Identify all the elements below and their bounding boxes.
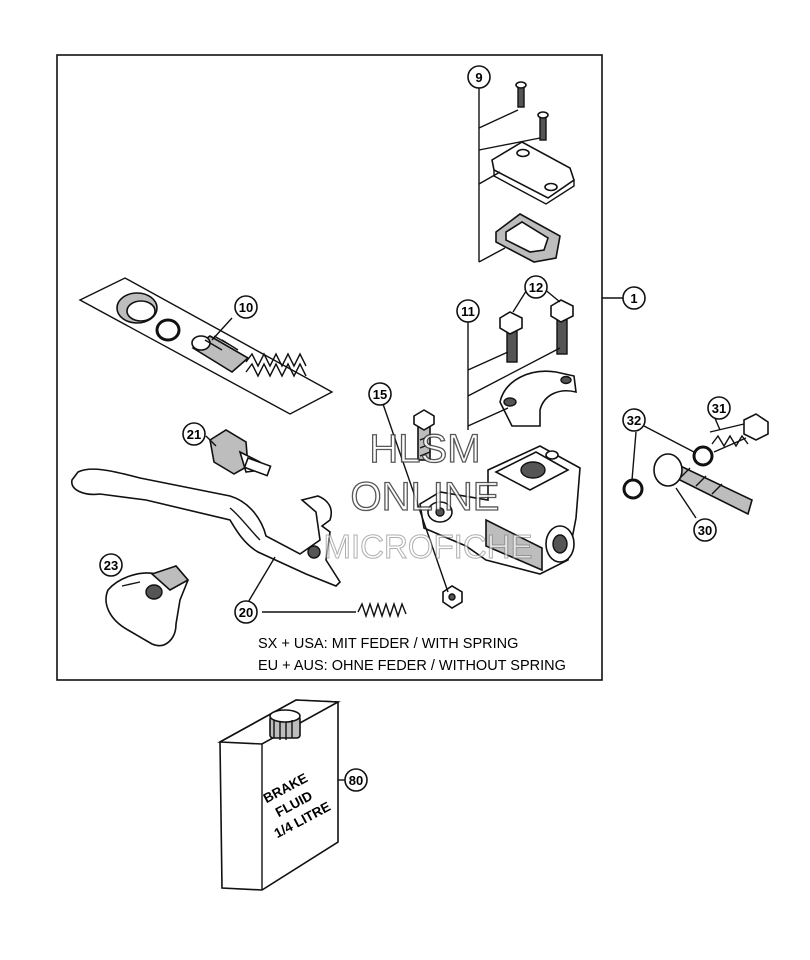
handlebar-clamp — [499, 370, 577, 427]
callout-80: 80 — [344, 768, 368, 792]
clamp-bolt — [499, 311, 523, 363]
callout-23: 23 — [99, 553, 123, 577]
note-with-spring: SX + USA: MIT FEDER / WITH SPRING — [258, 636, 518, 652]
clamp-group — [467, 287, 577, 430]
lever-adjuster — [205, 429, 272, 477]
svg-text:12: 12 — [529, 280, 543, 295]
watermark-line-2: ONLINE — [351, 475, 500, 519]
piston-kit-group — [78, 277, 334, 415]
svg-text:15: 15 — [373, 387, 387, 402]
callout-31: 31 — [707, 396, 731, 420]
cover-screw — [537, 111, 549, 141]
cover-screw — [515, 81, 527, 108]
reservoir-cover-group — [478, 81, 575, 263]
brake-lever — [71, 468, 342, 587]
callout-15: 15 — [368, 382, 392, 406]
callout-10: 10 — [234, 295, 258, 319]
master-cylinder-body — [419, 445, 581, 575]
callout-11: 11 — [456, 299, 480, 323]
circlip — [155, 318, 181, 342]
piston — [191, 335, 250, 373]
svg-text:31: 31 — [712, 401, 726, 416]
banjo-fitting — [653, 453, 683, 487]
svg-text:21: 21 — [187, 427, 201, 442]
callout-20: 20 — [234, 600, 258, 624]
lever-spring — [357, 601, 407, 619]
sealing-ring — [692, 445, 714, 467]
svg-text:11: 11 — [461, 304, 475, 319]
svg-text:20: 20 — [239, 605, 253, 620]
svg-text:30: 30 — [698, 523, 712, 538]
callout-30: 30 — [693, 518, 717, 542]
pivot-bolt — [413, 409, 435, 461]
svg-text:1: 1 — [630, 291, 637, 306]
callout-21: 21 — [182, 422, 206, 446]
watermark-line-3: MICROFICHE — [324, 528, 533, 565]
svg-text:80: 80 — [349, 773, 363, 788]
brake-hose-group — [622, 413, 769, 519]
brake-fluid-bottle — [217, 699, 341, 891]
clamp-bolt — [550, 299, 574, 355]
pivot-nut — [442, 585, 463, 609]
banjo-bolt — [709, 413, 769, 453]
svg-text:32: 32 — [627, 413, 641, 428]
sealing-ring — [622, 478, 644, 500]
watermark-line-1: HLSM — [369, 427, 480, 471]
callout-9: 9 — [467, 65, 491, 89]
svg-text:10: 10 — [239, 300, 253, 315]
callout-12: 12 — [524, 275, 548, 299]
return-spring — [245, 352, 307, 378]
svg-text:9: 9 — [475, 70, 482, 85]
lever-guard — [105, 565, 190, 647]
callout-1: 1 — [622, 286, 646, 310]
reservoir-cover — [491, 141, 575, 199]
note-without-spring: EU + AUS: OHNE FEDER / WITHOUT SPRING — [258, 658, 566, 674]
svg-text:23: 23 — [104, 558, 118, 573]
callout-32: 32 — [622, 408, 646, 432]
assembly-frame — [56, 54, 603, 681]
